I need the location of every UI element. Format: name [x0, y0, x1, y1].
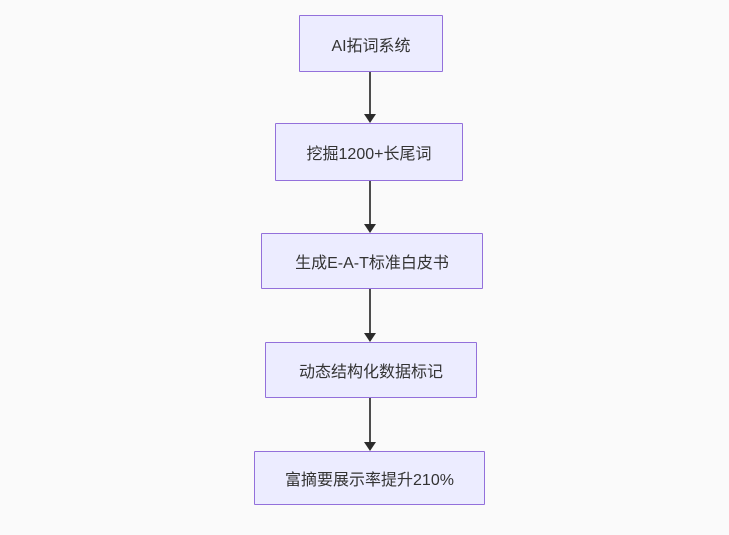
- arrowhead-down-icon: [364, 442, 376, 451]
- arrow-down-connector-2: [364, 181, 376, 233]
- arrow-down-connector-3: [364, 289, 376, 342]
- flow-node-longtail-mining: 挖掘1200+长尾词: [275, 123, 463, 181]
- arrow-down-connector-4: [364, 398, 376, 451]
- flow-node-label: 富摘要展示率提升210%: [285, 472, 454, 489]
- arrowhead-down-icon: [364, 114, 376, 123]
- edge-line: [369, 289, 371, 335]
- flow-node-structured-data-markup: 动态结构化数据标记: [265, 342, 477, 398]
- flow-node-label: 动态结构化数据标记: [298, 364, 443, 381]
- flow-node-ai-expansion-system: AI拓词系统: [299, 15, 443, 72]
- flow-node-rich-snippet-uplift: 富摘要展示率提升210%: [254, 451, 485, 505]
- flow-node-label: 挖掘1200+长尾词: [306, 146, 432, 163]
- edge-line: [369, 398, 371, 444]
- arrow-down-connector-1: [364, 72, 376, 123]
- edge-line: [369, 72, 371, 116]
- edge-line: [369, 181, 371, 226]
- arrowhead-down-icon: [364, 224, 376, 233]
- flow-node-label: 生成E-A-T标准白皮书: [295, 255, 449, 272]
- flow-node-label: AI拓词系统: [331, 37, 411, 55]
- arrowhead-down-icon: [364, 333, 376, 342]
- flow-node-eat-whitepaper: 生成E-A-T标准白皮书: [261, 233, 483, 289]
